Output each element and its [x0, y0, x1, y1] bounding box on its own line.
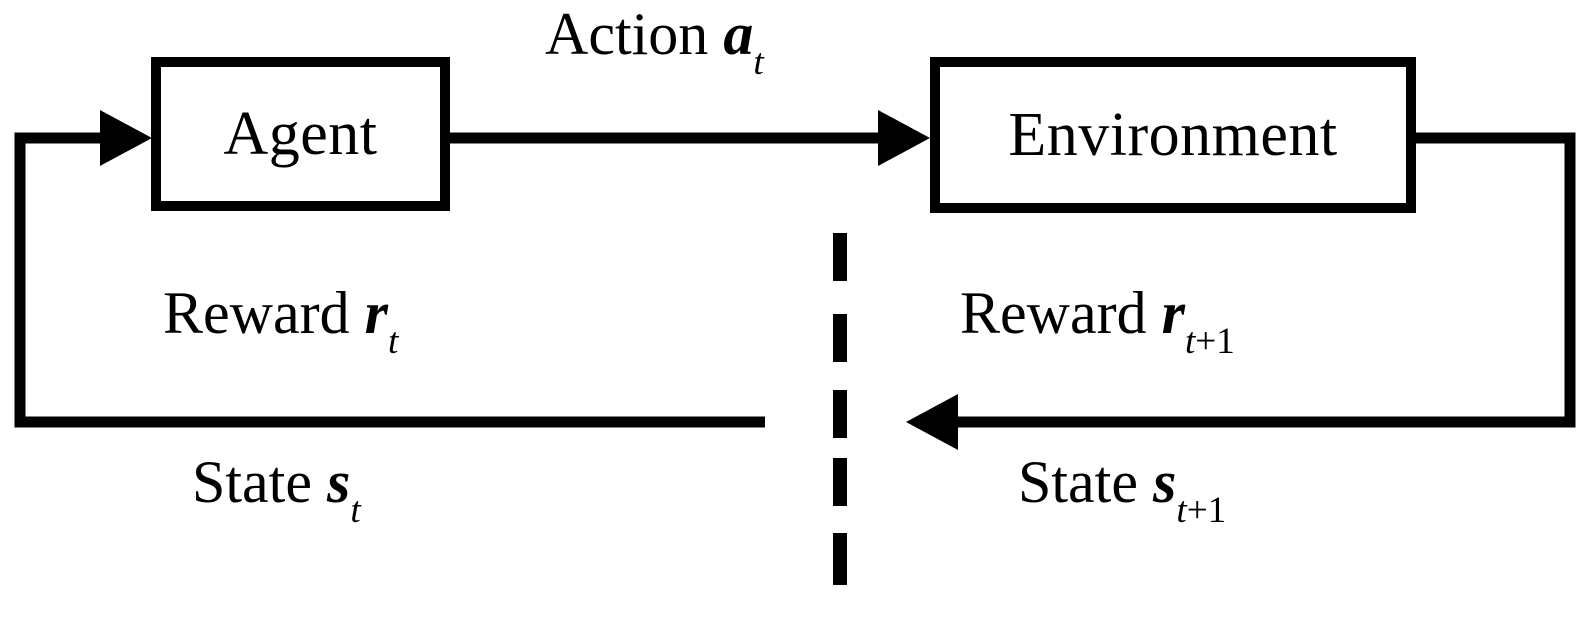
divider-dash [833, 233, 847, 281]
edge-label-reward-t1-sub-base: t [1184, 320, 1196, 362]
edge-label-reward-t-symbol: r [364, 280, 388, 346]
node-environment: Environment [930, 57, 1416, 213]
node-environment-label: Environment [1008, 101, 1338, 169]
time-step-divider [833, 233, 847, 585]
edge-label-action: Action at [545, 1, 764, 81]
feedback-right-line [940, 132, 1576, 428]
edge-label-reward-t1-sub-suffix: +1 [1195, 320, 1235, 362]
divider-dash [833, 458, 847, 506]
edge-label-state-t-subscript: t [350, 489, 361, 531]
edge-label-state-t-text: State [192, 449, 327, 515]
feedback-right-arrowhead [906, 394, 958, 450]
node-agent-label: Agent [223, 100, 378, 168]
edge-label-state-t1-sub-base: t [1176, 489, 1187, 531]
divider-dash [833, 533, 847, 585]
edge-label-state-t1: State st+1 [1018, 449, 1226, 529]
action-arrow [450, 110, 930, 166]
edge-label-reward-t-text: Reward [163, 280, 365, 346]
edge-label-reward-t1-subscript: t+1 [1185, 321, 1235, 362]
edge-label-action-text: Action [545, 1, 724, 67]
edge-label-state-t1-subscript: t+1 [1176, 490, 1226, 531]
edge-label-state-t: State st [192, 449, 361, 529]
edge-label-reward-t: Reward rt [163, 280, 398, 360]
edge-label-state-t-symbol: s [326, 449, 351, 515]
divider-dash [833, 390, 847, 438]
edge-label-reward-t1-text: Reward [960, 280, 1162, 346]
feedback-right-path [906, 132, 1576, 450]
edge-label-state-t1-text: State [1018, 449, 1153, 515]
feedback-left-arrowhead [100, 110, 152, 166]
feedback-left-path [14, 110, 765, 428]
edge-label-state-t1-symbol: s [1152, 449, 1177, 515]
edge-label-reward-t1-symbol: r [1161, 280, 1185, 346]
edge-label-action-symbol: a [723, 1, 754, 67]
edge-label-state-t1-sub-suffix: +1 [1186, 489, 1227, 531]
edge-label-reward-t-subscript: t [387, 320, 399, 362]
node-agent: Agent [151, 57, 450, 211]
edge-label-action-subscript: t [753, 41, 764, 83]
action-arrowhead [878, 110, 930, 166]
feedback-left-line [14, 132, 765, 428]
edge-label-reward-t1: Reward rt+1 [960, 280, 1235, 360]
divider-dash [833, 314, 847, 362]
